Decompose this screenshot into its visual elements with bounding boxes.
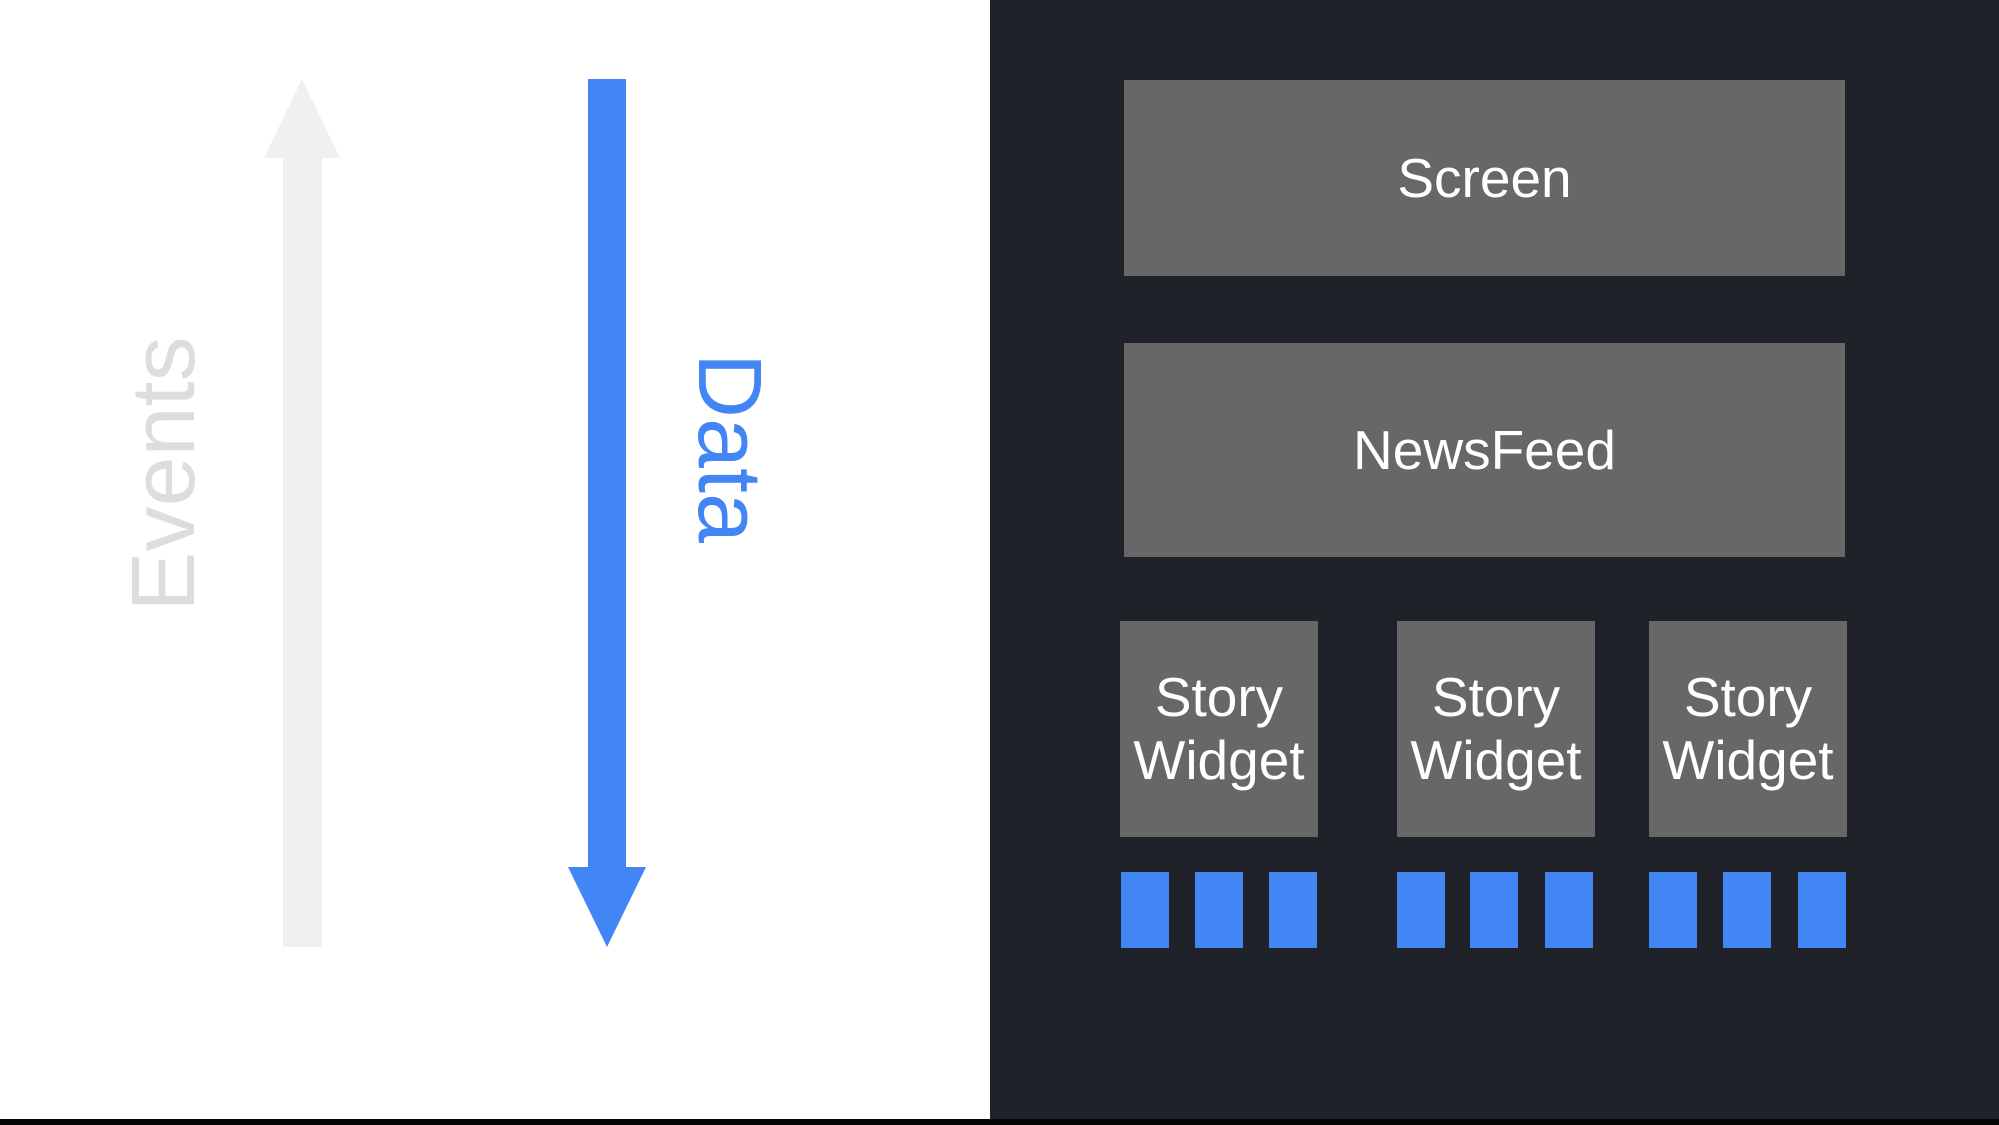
story-widget-box-3: Story Widget	[1649, 621, 1847, 837]
story-widget-label-line1: Story	[1683, 666, 1813, 728]
data-square	[1121, 872, 1169, 948]
data-arrow-shaft	[588, 79, 626, 869]
data-square	[1470, 872, 1518, 948]
story-widget-label-line1: Story	[1431, 666, 1561, 728]
story-widget-label-line2: Widget	[1133, 729, 1305, 791]
screen-box: Screen	[1124, 80, 1845, 276]
data-square	[1723, 872, 1771, 948]
events-arrow-head	[264, 79, 340, 158]
data-square	[1798, 872, 1846, 948]
data-arrow-head	[568, 867, 646, 947]
story-widget-label-line1: Story	[1154, 666, 1284, 728]
newsfeed-label: NewsFeed	[1353, 419, 1616, 481]
data-label: Data	[679, 352, 779, 544]
events-label: Events	[114, 336, 214, 612]
newsfeed-box: NewsFeed	[1124, 343, 1845, 557]
events-arrow-shaft	[283, 157, 322, 947]
story-widget-box-2: Story Widget	[1397, 621, 1595, 837]
story-widget-label-line2: Widget	[1662, 729, 1834, 791]
screen-label: Screen	[1397, 147, 1572, 209]
data-square	[1195, 872, 1243, 948]
bottom-edge-bar	[0, 1119, 1999, 1125]
data-square	[1269, 872, 1317, 948]
data-square	[1649, 872, 1697, 948]
data-square	[1545, 872, 1593, 948]
data-square	[1397, 872, 1445, 948]
story-widget-box-1: Story Widget	[1120, 621, 1318, 837]
widget-tree-panel: Screen NewsFeed Story Widget Story Widge…	[990, 0, 1999, 1125]
story-widget-label-line2: Widget	[1410, 729, 1582, 791]
